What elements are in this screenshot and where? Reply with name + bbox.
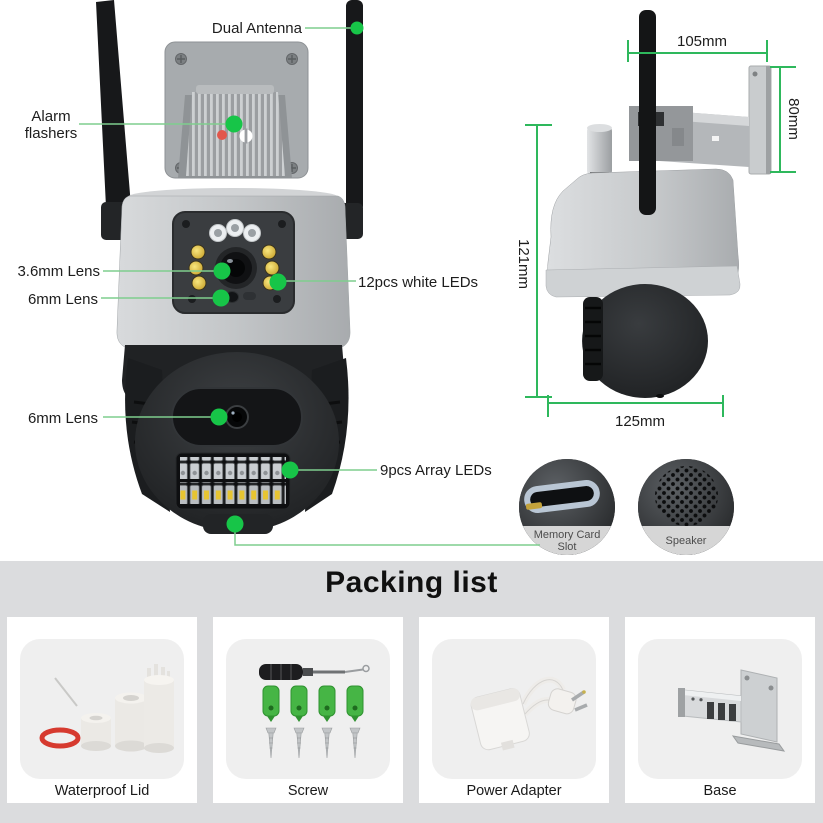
screwdriver <box>259 664 370 680</box>
panel-screws <box>182 220 286 303</box>
packing-cards: Waterproof Lid <box>7 617 815 803</box>
packing-item-label: Base <box>703 783 737 799</box>
callout-3-6mm-lens: 3.6mm Lens <box>17 263 100 280</box>
siren-icon <box>239 128 253 144</box>
base-image <box>638 639 802 779</box>
red-indicator <box>217 130 227 140</box>
antenna-right <box>346 0 363 212</box>
speaker-inset: Speaker <box>638 459 734 555</box>
callout-alarm-flashers: Alarm flashers <box>24 108 78 142</box>
packing-item-label: Power Adapter <box>466 783 562 799</box>
antenna-left <box>96 0 132 214</box>
screws <box>265 727 361 759</box>
side-knurl <box>583 297 603 381</box>
white-led-cluster <box>209 219 261 242</box>
screw-image <box>226 639 390 779</box>
packing-list-title: Packing list <box>325 566 498 599</box>
camera-front-view <box>96 0 363 534</box>
bottom-hatch <box>203 514 273 534</box>
callout-6mm-lens-upper: 6mm Lens <box>27 291 98 308</box>
callout-12pcs-white-leds: 12pcs white LEDs <box>358 274 479 291</box>
packing-card-base: Base <box>625 617 815 803</box>
lid-small <box>81 713 111 751</box>
waterproof-lid-image <box>20 639 184 779</box>
packing-item-label: Screw <box>287 783 329 799</box>
callout-6mm-lens-lower: 6mm Lens <box>27 410 98 427</box>
packing-item-label: Waterproof Lid <box>54 783 150 799</box>
camera-side-view <box>545 10 772 398</box>
speaker-caption: Speaker <box>638 526 734 555</box>
callout-dual-antenna: Dual Antenna <box>211 20 302 37</box>
packing-card-waterproof-lid: Waterproof Lid <box>7 617 197 803</box>
packing-card-power-adapter: Power Adapter <box>419 617 609 803</box>
lid-medium <box>115 692 147 752</box>
memory-card-slot-caption: Memory Card Slot <box>519 526 615 555</box>
callout-9pcs-array-leds: 9pcs Array LEDs <box>380 462 492 479</box>
side-antenna <box>639 10 656 215</box>
packing-list-section: Packing list <box>0 561 823 823</box>
power-adapter-image <box>432 639 596 779</box>
anchors <box>262 685 364 722</box>
alarm-flasher-unit <box>178 85 292 178</box>
wall-mount-bracket <box>629 65 772 175</box>
lid-tall <box>144 664 174 753</box>
dimension-125mm: 125mm <box>614 413 666 430</box>
main-lens-3-6mm <box>215 247 257 289</box>
packing-card-screw: Screw <box>213 617 403 803</box>
dimension-121mm: 121mm <box>515 238 532 290</box>
dimension-105mm: 105mm <box>676 33 728 50</box>
memory-card-slot-inset: Memory Card Slot <box>519 459 615 555</box>
dimension-80mm: 80mm <box>785 98 802 140</box>
lower-lens-window <box>171 387 303 447</box>
side-ball <box>582 284 708 398</box>
front-lens-panel <box>172 211 295 314</box>
led-array <box>175 452 291 510</box>
